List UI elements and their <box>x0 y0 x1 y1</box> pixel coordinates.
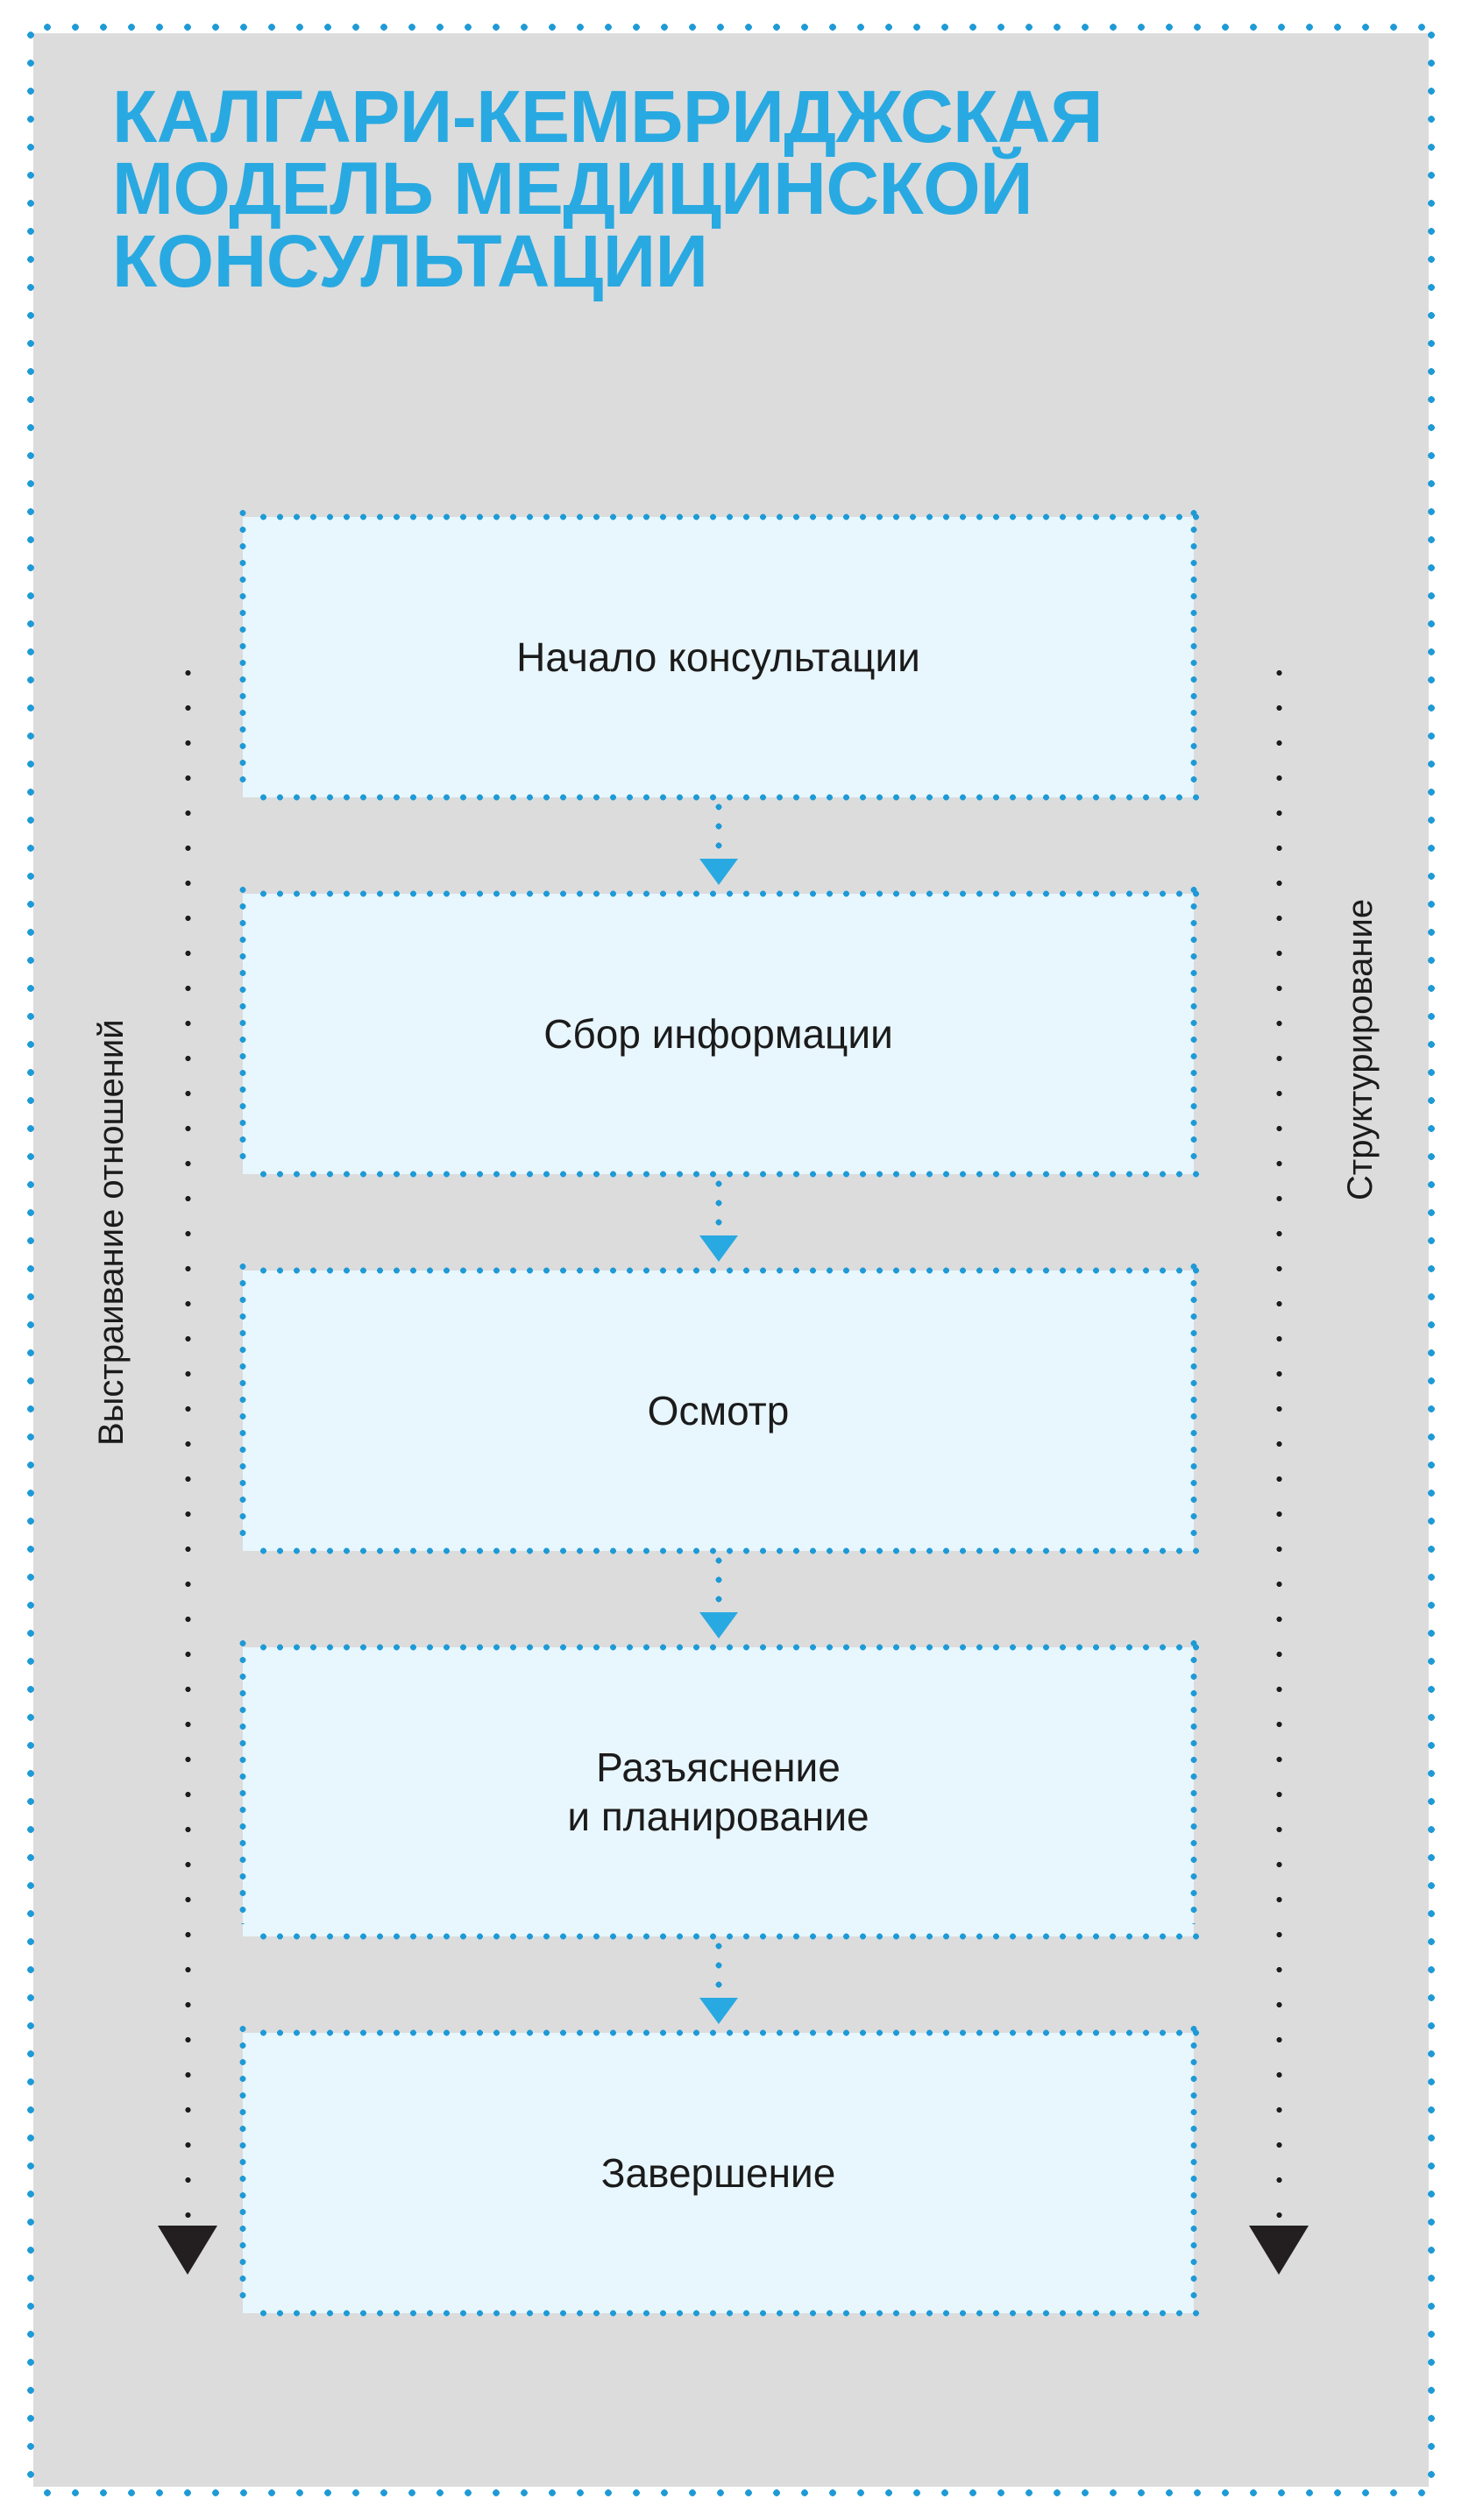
dotted-line-left <box>182 655 193 2222</box>
page-title-line-2: МОДЕЛЬ МЕДИЦИНСКОЙ <box>112 147 1033 230</box>
frame-border-top <box>33 21 1434 33</box>
flow-node-start-of-consultation[interactable]: Начало консультации <box>238 505 1206 803</box>
page-title: КАЛГАРИ-КЕМБРИДЖСКАЯ МОДЕЛЬ МЕДИЦИНСКОЙ … <box>112 75 1357 302</box>
connector-dotted-stem <box>713 1551 724 1614</box>
flow-connector-1 <box>243 797 1194 894</box>
structuring-track <box>1249 655 1309 2275</box>
connector-dotted-stem <box>713 797 724 860</box>
side-label-relationship-building: Выстраивание отношений <box>92 1019 131 1446</box>
flow-node-label-line-1: Разъяснение <box>596 1744 841 1790</box>
arrow-down-icon <box>699 859 738 885</box>
flow-node-explanation-and-planning[interactable]: Разъяснение и планирование <box>238 1635 1206 1942</box>
arrow-down-icon <box>699 1998 738 2024</box>
page-title-line-1: КАЛГАРИ-КЕМБРИДЖСКАЯ <box>112 75 1103 158</box>
flow-column: Начало консультации Сбор информации Осмо… <box>238 505 1206 2318</box>
relationship-building-track <box>158 655 217 2275</box>
arrow-down-icon-right <box>1249 2226 1309 2275</box>
flow-node-label: Завершение <box>600 2149 836 2196</box>
flow-node-label: Начало консультации <box>516 634 920 680</box>
flow-node-closing[interactable]: Завершение <box>238 2021 1206 2318</box>
flow-node-label: Осмотр <box>647 1387 790 1433</box>
connector-dotted-stem <box>713 1174 724 1237</box>
flow-connector-4 <box>243 1936 1194 2033</box>
dotted-line-right <box>1274 655 1284 2222</box>
flow-node-label: Сбор информации <box>543 1010 893 1057</box>
arrow-down-icon-left <box>158 2226 217 2275</box>
connector-dotted-stem <box>713 1936 724 2000</box>
flow-node-information-gathering[interactable]: Сбор информации <box>238 881 1206 1179</box>
flow-node-label: Разъяснение и планирование <box>532 1743 904 1841</box>
frame-border-bottom <box>33 2487 1434 2499</box>
page-title-line-3: КОНСУЛЬТАЦИИ <box>112 219 708 302</box>
side-label-structuring: Структурирование <box>1341 898 1380 1200</box>
arrow-down-icon <box>699 1235 738 1262</box>
flow-connector-3 <box>243 1551 1194 1647</box>
flow-node-label-line-2: и планирование <box>567 1794 869 1839</box>
arrow-down-icon <box>699 1612 738 1639</box>
flow-connector-2 <box>243 1174 1194 1271</box>
flow-node-examination[interactable]: Осмотр <box>238 1258 1206 1556</box>
